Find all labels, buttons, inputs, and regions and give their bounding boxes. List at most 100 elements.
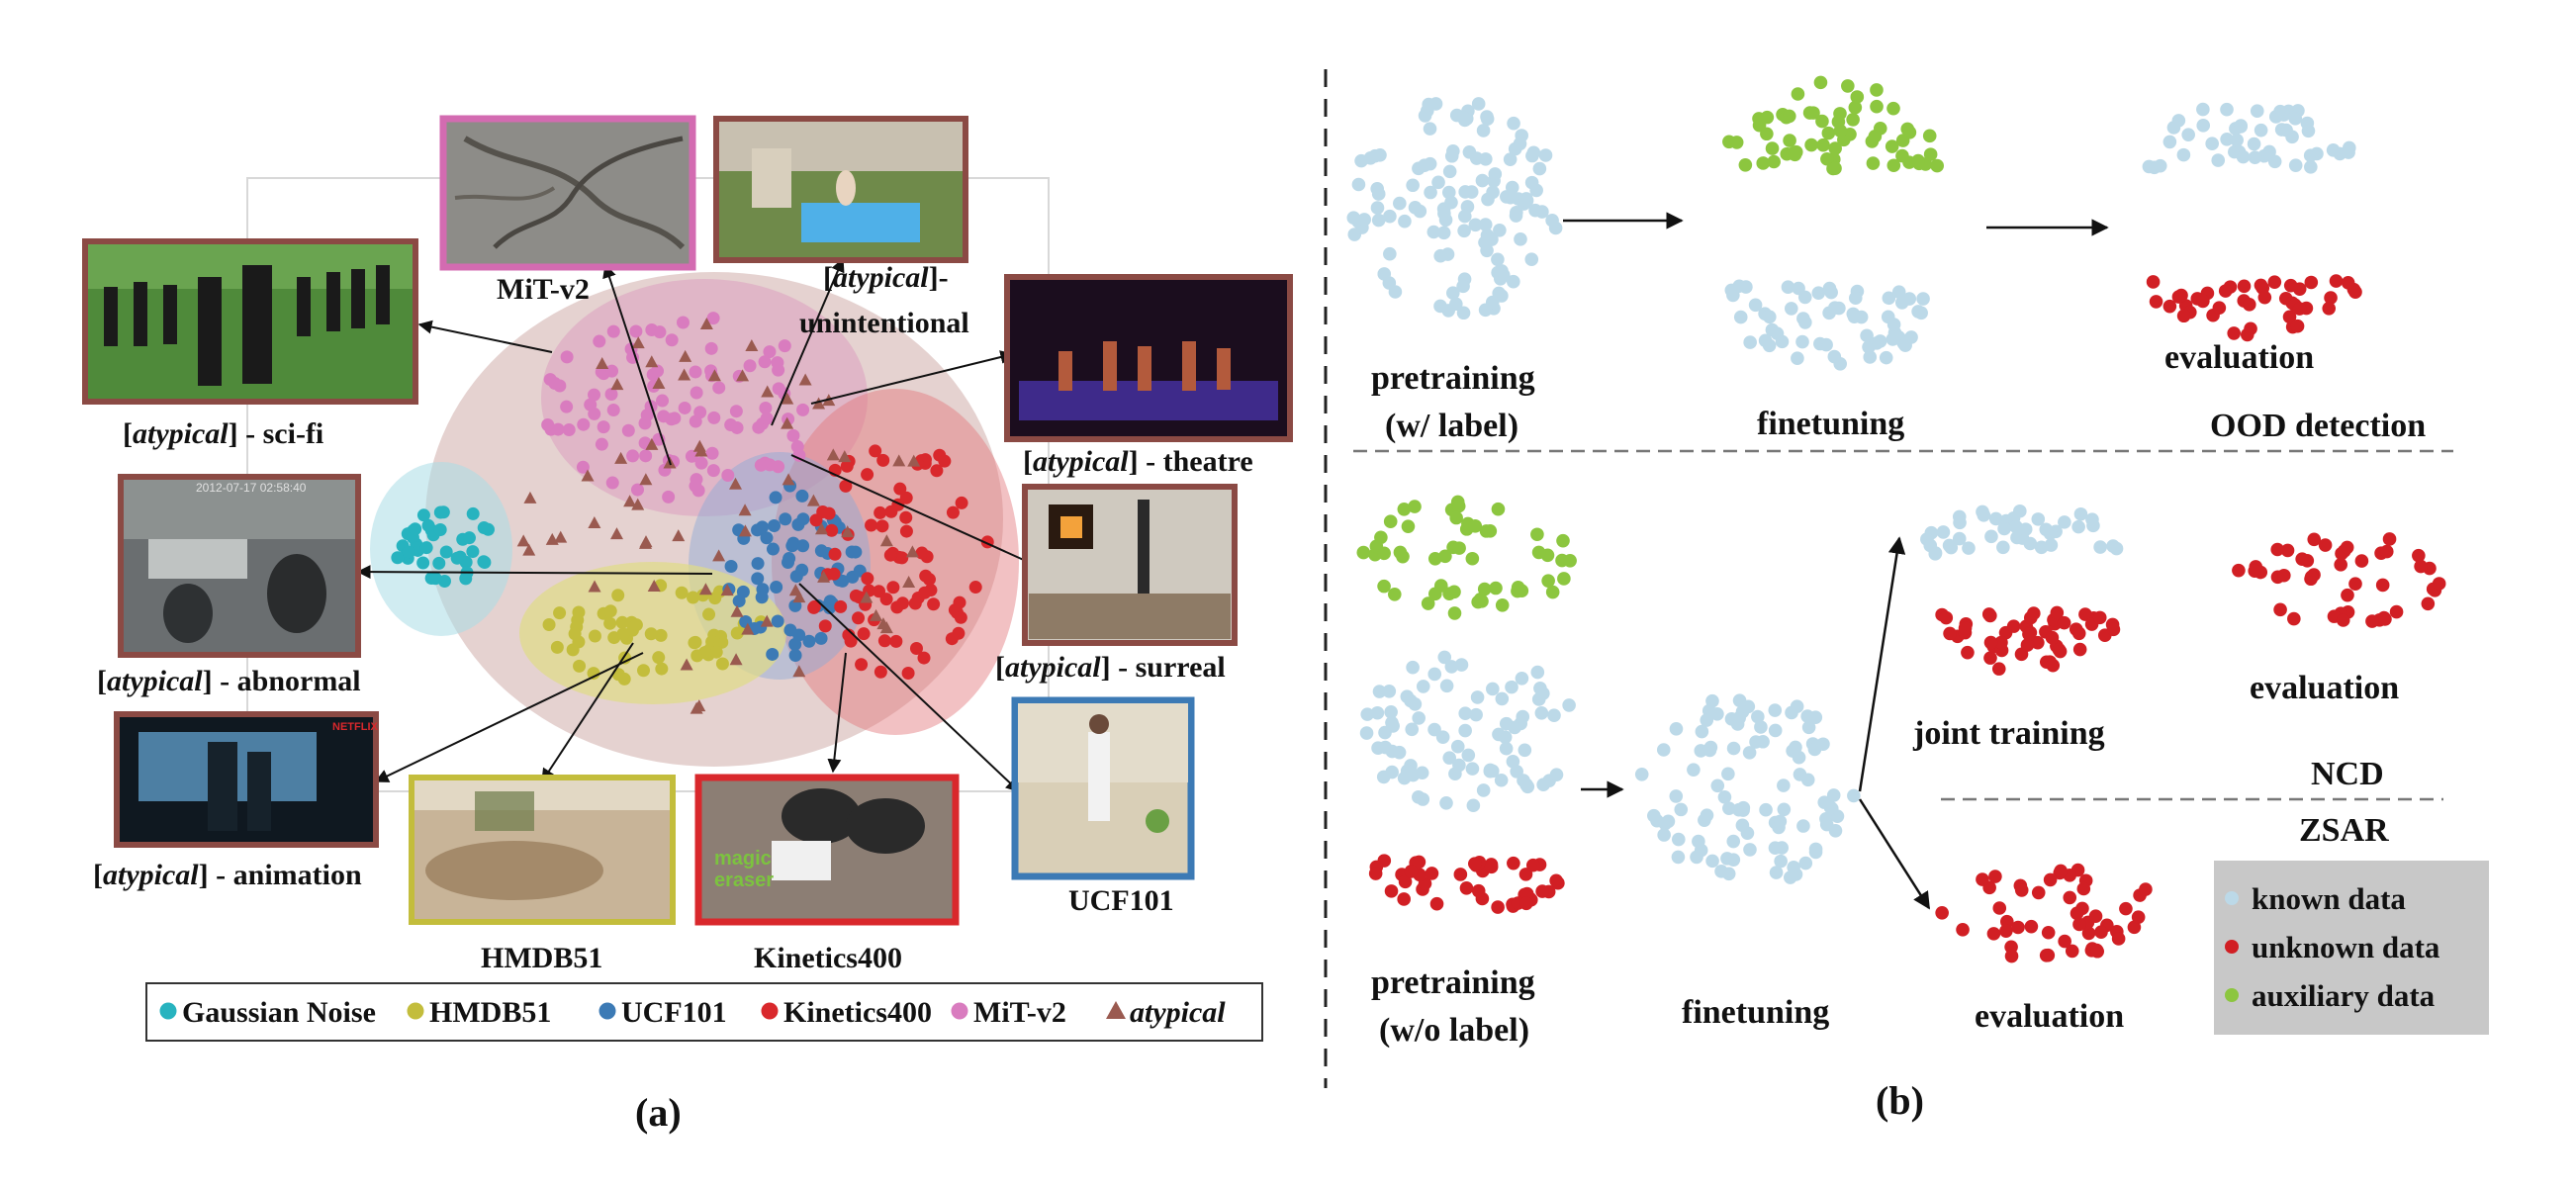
known-point bbox=[2267, 154, 2282, 169]
known-point bbox=[1768, 703, 1783, 717]
point-mit-v2 bbox=[562, 423, 576, 437]
unknown-point bbox=[2045, 630, 2060, 645]
unknown-point bbox=[2290, 319, 2305, 333]
auxiliary-point bbox=[1820, 151, 1834, 166]
point-atypical bbox=[639, 473, 653, 486]
auxiliary-point bbox=[1475, 595, 1489, 608]
known-point bbox=[1505, 680, 1518, 694]
known-point bbox=[1416, 680, 1430, 693]
known-point bbox=[1480, 112, 1495, 127]
point-atypical bbox=[730, 604, 744, 617]
unknown-point bbox=[2031, 635, 2045, 650]
known-point bbox=[2058, 515, 2071, 529]
auxiliary-point bbox=[1393, 545, 1408, 560]
known-point bbox=[1384, 705, 1398, 719]
point-atypical bbox=[841, 525, 855, 538]
auxiliary-point bbox=[1760, 110, 1775, 125]
point-atypical bbox=[694, 444, 708, 457]
known-point bbox=[1405, 722, 1420, 737]
known-point bbox=[1515, 671, 1529, 686]
known-point bbox=[1534, 705, 1549, 720]
auxiliary-point bbox=[1788, 147, 1802, 162]
label-animation-italic: atypical bbox=[103, 859, 199, 891]
auxiliary-point bbox=[1556, 533, 1570, 548]
auxiliary-point bbox=[1421, 596, 1435, 610]
known-point bbox=[1360, 707, 1375, 721]
point-mit-v2 bbox=[706, 312, 720, 325]
point-atypical bbox=[680, 658, 693, 671]
point-ucf101 bbox=[814, 631, 828, 645]
point-kinetics400 bbox=[953, 596, 966, 609]
point-mit-v2 bbox=[588, 388, 601, 402]
auxiliary-point bbox=[1765, 141, 1780, 155]
auxiliary-point bbox=[1886, 158, 1901, 173]
unknown-point bbox=[2218, 284, 2233, 298]
known-point bbox=[1717, 789, 1732, 804]
unknown-point bbox=[1468, 857, 1482, 870]
known-point bbox=[1798, 856, 1813, 870]
unknown-point bbox=[1535, 884, 1549, 898]
point-atypical bbox=[745, 339, 759, 352]
known-point bbox=[1996, 540, 2010, 555]
unknown-point bbox=[1976, 872, 1989, 886]
point-kinetics400 bbox=[919, 569, 933, 583]
known-point bbox=[1748, 298, 1763, 313]
auxiliary-point bbox=[1477, 582, 1492, 596]
point-atypical bbox=[905, 545, 919, 558]
unknown-point bbox=[1484, 860, 1499, 874]
known-point bbox=[1784, 302, 1798, 316]
unknown-point bbox=[1519, 886, 1534, 901]
known-point bbox=[1702, 743, 1717, 758]
known-point bbox=[1674, 802, 1689, 817]
point-gaussian-noise bbox=[433, 522, 447, 536]
point-kinetics400 bbox=[899, 491, 913, 504]
auxiliary-point bbox=[1450, 495, 1465, 509]
known-point bbox=[1452, 758, 1466, 773]
point-ucf101 bbox=[783, 623, 797, 637]
unknown-point bbox=[1549, 873, 1563, 888]
unknown-point bbox=[1992, 901, 2007, 915]
point-ucf101 bbox=[724, 560, 738, 574]
arrow-ncd-2 bbox=[1858, 536, 1906, 792]
unknown-point bbox=[2127, 920, 2142, 935]
point-atypical bbox=[588, 516, 601, 529]
unknown-point bbox=[2054, 864, 2068, 878]
known-point bbox=[2220, 102, 2234, 117]
known-point bbox=[2009, 519, 2023, 534]
auxiliary-point bbox=[1806, 106, 1820, 120]
point-atypical bbox=[678, 368, 691, 381]
point-kinetics400 bbox=[915, 546, 929, 560]
label-theatre: [atypical] - theatre bbox=[1023, 445, 1253, 478]
auxiliary-point bbox=[1447, 606, 1462, 620]
point-mit-v2 bbox=[606, 324, 620, 338]
known-point bbox=[1370, 201, 1385, 215]
known-point bbox=[1882, 291, 1896, 306]
known-point bbox=[1756, 734, 1770, 749]
point-kinetics400 bbox=[842, 628, 856, 642]
label-theatre-rest: - theatre bbox=[1139, 445, 1253, 478]
point-hmdb51 bbox=[687, 591, 700, 604]
thumb-unintentional bbox=[713, 116, 968, 263]
known-point bbox=[1514, 232, 1527, 246]
thumb-ucf101 bbox=[1011, 696, 1195, 880]
known-point bbox=[1397, 771, 1412, 785]
known-point bbox=[1508, 720, 1521, 735]
known-point bbox=[1506, 754, 1520, 769]
unknown-point bbox=[2078, 607, 2092, 621]
point-hmdb51 bbox=[702, 607, 716, 621]
unknown-point bbox=[2232, 563, 2246, 578]
unknown-point bbox=[2227, 326, 2242, 340]
known-point bbox=[1562, 698, 1576, 712]
point-gaussian-noise bbox=[477, 521, 491, 535]
point-kinetics400 bbox=[857, 627, 871, 641]
unknown-point bbox=[1994, 635, 2008, 650]
unknown-point bbox=[1961, 645, 1975, 660]
auxiliary-point bbox=[1850, 90, 1865, 104]
legend-b-marker bbox=[2225, 891, 2239, 905]
auxiliary-point bbox=[1427, 587, 1442, 601]
known-point bbox=[1759, 802, 1773, 817]
point-mit-v2 bbox=[712, 381, 726, 395]
legend-marker bbox=[761, 1002, 779, 1020]
unknown-point bbox=[2011, 920, 2025, 935]
auxiliary-point bbox=[1885, 139, 1899, 153]
